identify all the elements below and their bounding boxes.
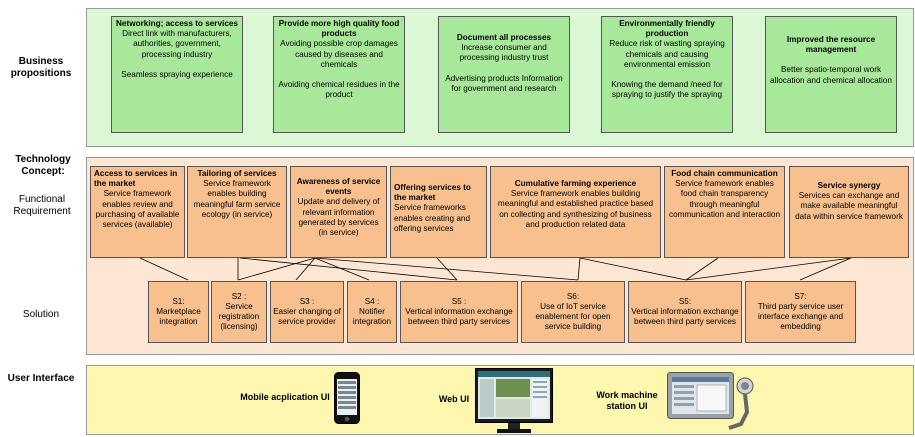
solution-text: Vertical information exchange between th… bbox=[631, 306, 739, 327]
proposition-extra: Seamless spraying experience bbox=[121, 69, 233, 79]
smartphone-icon bbox=[334, 372, 360, 424]
solution-s1: S1: Marketplace integration bbox=[148, 281, 209, 343]
solution-code: S5: bbox=[678, 296, 692, 306]
monitor-icon bbox=[475, 368, 553, 433]
solution-code: S6: bbox=[566, 291, 580, 301]
requirement-body: Service framework enables food chain tra… bbox=[668, 179, 781, 219]
connector-line bbox=[139, 257, 189, 281]
solution-text: Notifier integration bbox=[352, 306, 392, 327]
proposition-extra: Knowing the demand /need for spraying to… bbox=[611, 80, 723, 100]
requirement-body: Service framework enables building meani… bbox=[193, 179, 281, 219]
proposition-quality-food: Provide more high quality food products … bbox=[273, 16, 405, 133]
requirement-body: Services can exchange and make available… bbox=[795, 191, 903, 221]
requirement-synergy: Service synergy Services can exchange an… bbox=[789, 166, 909, 258]
connector-line bbox=[579, 257, 687, 281]
solution-s5-left: S5 : Vertical information exchange betwe… bbox=[400, 281, 518, 343]
requirement-title: Service synergy bbox=[817, 181, 881, 190]
connector-line bbox=[685, 257, 852, 281]
proposition-resource-management: Improved the resource management Better … bbox=[765, 16, 897, 133]
proposition-body: Direct link with manufacturers, authorit… bbox=[122, 29, 232, 59]
connector-line bbox=[577, 257, 581, 281]
requirement-cumulative: Cumulative farming experience Service fr… bbox=[490, 166, 661, 258]
connector-line bbox=[314, 257, 579, 281]
proposition-title: Networking; access to services bbox=[116, 19, 238, 28]
connector-line bbox=[799, 257, 852, 281]
solution-code: S4 : bbox=[364, 296, 380, 306]
requirement-food-chain: Food chain communication Service framewo… bbox=[664, 166, 785, 258]
proposition-title: Environmentally friendly production bbox=[619, 19, 715, 39]
solution-code: S3 : bbox=[299, 296, 315, 306]
mobile-ui-label: Mobile acplication UI bbox=[240, 392, 330, 402]
requirement-title: Tailoring of services bbox=[197, 169, 277, 178]
requirement-title: Food chain communication bbox=[671, 169, 778, 178]
proposition-title: Document all processes bbox=[456, 33, 552, 42]
requirement-body: Service framework enables building meani… bbox=[497, 189, 654, 229]
solution-s6: S6: Use of IoT service enablement for op… bbox=[521, 281, 625, 343]
row-label-business: Business propositions bbox=[10, 56, 72, 79]
row-label-functional: Functional Requirement bbox=[13, 194, 71, 217]
proposition-title: Provide more high quality food products bbox=[278, 19, 400, 39]
proposition-body: Reduce risk of wasting spraying chemical… bbox=[609, 39, 725, 69]
row-label-solution: Solution bbox=[22, 309, 60, 320]
proposition-body: Avoiding possible crop damages caused by… bbox=[280, 39, 398, 69]
requirement-tailoring: Tailoring of services Service framework … bbox=[187, 166, 287, 258]
row-label-technology: Technology Concept: bbox=[15, 154, 71, 177]
solution-s4: S4 : Notifier integration bbox=[347, 281, 397, 343]
solution-text: Easier changing of service provider bbox=[273, 306, 341, 327]
requirement-body: Service framework enables review and pur… bbox=[95, 189, 180, 230]
solution-text: Third party service user interface excha… bbox=[757, 301, 844, 332]
row-label-ui: User Interface bbox=[7, 373, 75, 384]
proposition-environment: Environmentally friendly production Redu… bbox=[601, 16, 733, 133]
solution-code: S2 : bbox=[231, 291, 247, 301]
solution-text: Use of IoT service enablement for open s… bbox=[535, 301, 611, 332]
solution-text: Vertical information exchange between th… bbox=[405, 306, 513, 327]
proposition-networking: Networking; access to services Direct li… bbox=[111, 16, 243, 133]
proposition-document-processes: Document all processes Increase consumer… bbox=[438, 16, 570, 133]
requirement-access-services: Access to services in the market Service… bbox=[90, 166, 185, 258]
solution-text: Marketplace integration bbox=[156, 306, 201, 327]
proposition-extra: Avoiding chemical residues in the produc… bbox=[278, 80, 400, 100]
requirement-title: Cumulative farming experience bbox=[514, 179, 637, 188]
connector-line bbox=[314, 257, 370, 281]
work-machine-ui-label: Work machine station UI bbox=[596, 390, 658, 411]
connector-line bbox=[237, 257, 316, 281]
requirement-body: Service frameworks enables creating and … bbox=[394, 203, 471, 233]
connector-line bbox=[685, 257, 719, 281]
proposition-extra: Advertising products Information for gov… bbox=[445, 73, 563, 93]
solution-s3: S3 : Easier changing of service provider bbox=[270, 281, 344, 343]
requirement-title: Offering services to the market bbox=[394, 183, 471, 203]
solution-code: S5 : bbox=[451, 296, 467, 306]
solution-s2: S2 : Service registration (licensing) bbox=[211, 281, 267, 343]
requirement-offering: Offering services to the market Service … bbox=[390, 166, 487, 258]
web-ui-label: Web UI bbox=[438, 394, 470, 404]
proposition-title: Improved the resource management bbox=[786, 35, 876, 55]
solution-code: S1: bbox=[172, 296, 185, 306]
requirement-body: Update and delivery of relevant informat… bbox=[297, 197, 380, 238]
solution-text: Service registration (licensing) bbox=[218, 301, 260, 332]
requirement-title: Access to services in the market bbox=[94, 169, 178, 189]
requirement-title: Awareness of service events bbox=[296, 177, 381, 197]
connector-line bbox=[239, 257, 458, 281]
requirement-awareness: Awareness of service events Update and d… bbox=[290, 166, 387, 258]
solution-s5-right: S5: Vertical information exchange betwee… bbox=[628, 281, 742, 343]
proposition-body: Increase consumer and processing industr… bbox=[459, 43, 549, 63]
work-machine-terminal-icon bbox=[667, 372, 754, 430]
proposition-extra: Better spatio-temporal work allocation a… bbox=[770, 65, 892, 85]
solution-code: S7: bbox=[794, 291, 807, 301]
solution-s7: S7: Third party service user interface e… bbox=[745, 281, 856, 343]
connector-line bbox=[295, 257, 316, 281]
